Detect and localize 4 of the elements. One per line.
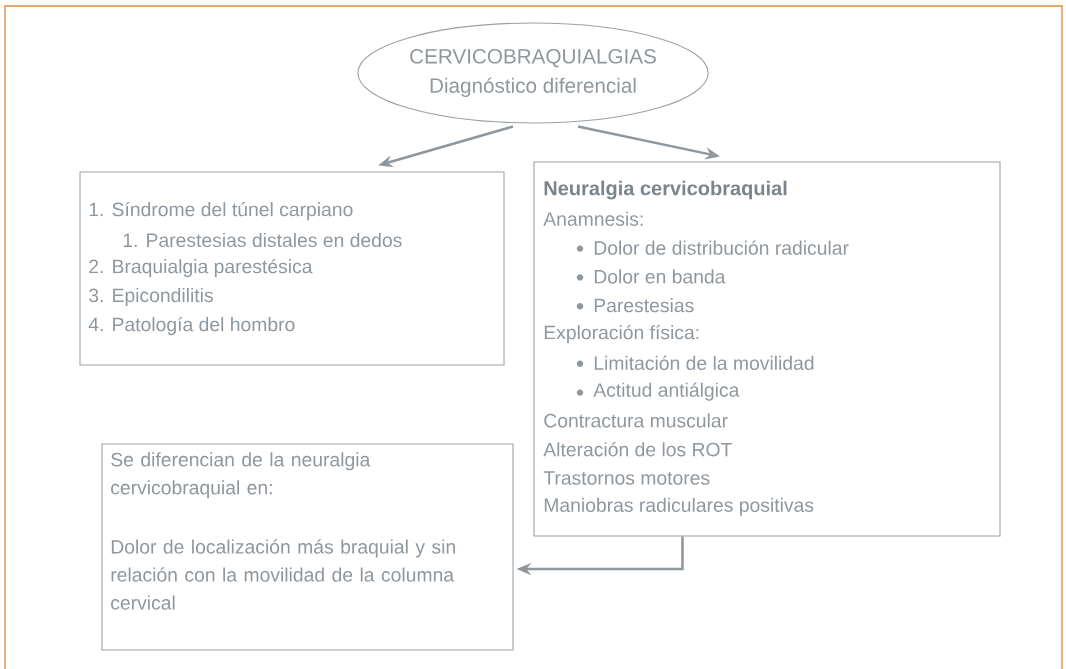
ellipse-node: CERVICOBRAQUIALGIAS Diagnóstico diferencial bbox=[357, 22, 709, 124]
list-box: Neuralgia cervicobraquial Anamnesis: Dolor de distribución radicular Dolor en banda Parestesias Exploración física: Limitación de la movilidad Actitud antiálgica Contractura muscular Alteración de los ROT Trastornos motores Maniobras radiculares positivas bbox=[533, 161, 1001, 537]
note-box: Se diferencian de la neuralgia cervicobraquial en: Dolor de localización más braquial y sin relación con la movilidad de la columna cervical bbox=[101, 443, 514, 651]
list-box: 1. Síndrome del túnel carpiano 1. Parestesias distales en dedos 2. Braquialgia parestésica 3. Epicondilitis 4. Patología del hombro bbox=[79, 171, 505, 366]
